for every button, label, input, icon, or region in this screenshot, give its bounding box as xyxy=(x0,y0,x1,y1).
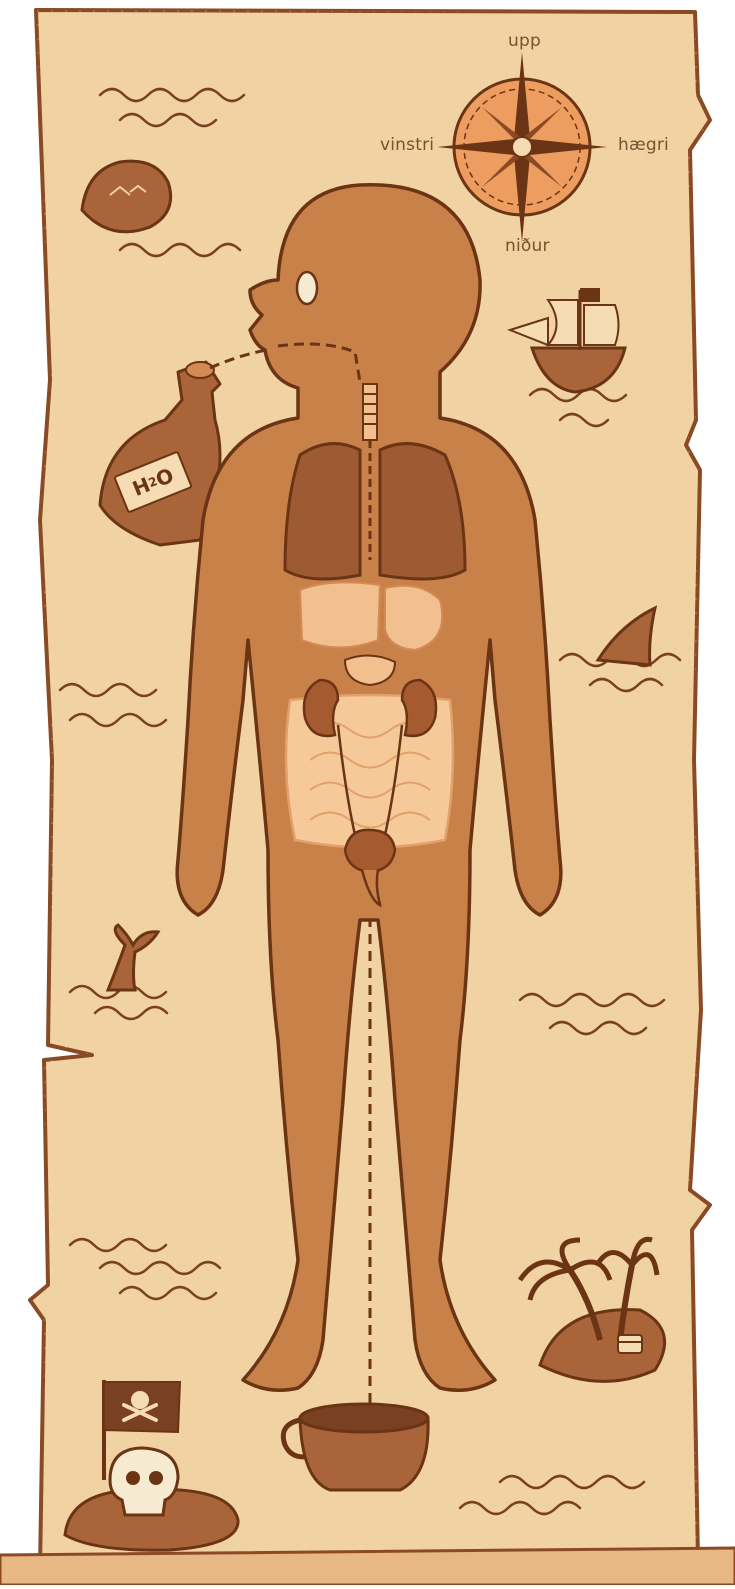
treasure-chest-icon xyxy=(618,1335,642,1353)
eye xyxy=(297,272,317,304)
compass-label-down: niður xyxy=(505,236,550,256)
compass-label-left: vinstri xyxy=(380,135,434,155)
compass-label-up: upp xyxy=(508,31,541,51)
trachea xyxy=(363,384,377,440)
compass-label-right: hægri xyxy=(618,135,669,155)
